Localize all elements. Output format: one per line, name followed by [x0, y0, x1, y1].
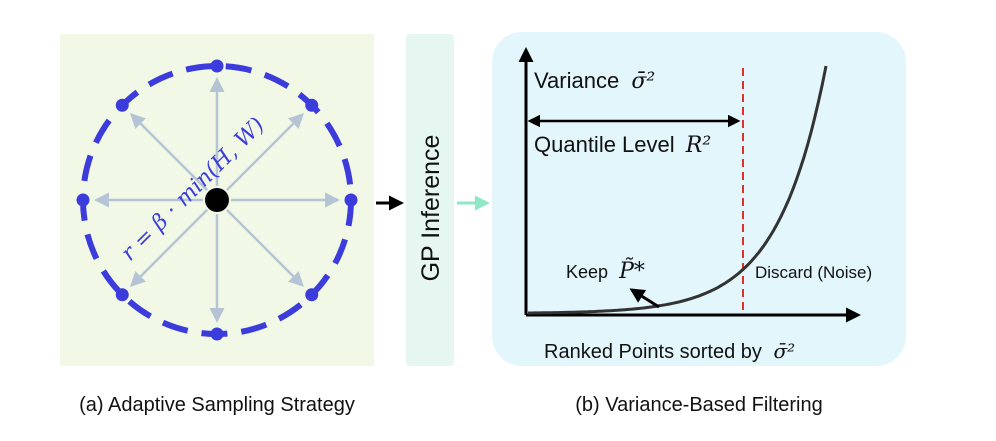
- keep-arrow: [629, 288, 660, 309]
- y-axis-label: Variance σ̄²: [534, 68, 655, 94]
- y-axis-label-text: Variance: [534, 68, 619, 93]
- sample-point: [210, 327, 224, 341]
- gp-inference-box: GP Inference: [406, 34, 454, 366]
- center-point: [205, 188, 229, 212]
- caption-b: (b) Variance-Based Filtering: [575, 394, 823, 416]
- sample-point: [76, 193, 90, 207]
- gp-inference-label: GP Inference: [417, 135, 445, 282]
- sample-point: [115, 98, 129, 112]
- sampling-arrow: [226, 209, 304, 287]
- sample-point: [344, 193, 358, 207]
- quantile-label-text: Quantile Level: [534, 132, 675, 157]
- sampling-arrow: [130, 209, 208, 287]
- y-axis-label-math: σ̄²: [631, 69, 655, 94]
- caption-a: (a) Adaptive Sampling Strategy: [79, 394, 355, 416]
- sample-point: [210, 59, 224, 73]
- discard-label: Discard (Noise): [755, 263, 872, 282]
- x-axis-label: Ranked Points sorted by σ̄²: [544, 339, 795, 363]
- sampling-arrow: [226, 113, 304, 191]
- x-axis-label-math: σ̄²: [773, 339, 795, 363]
- x-axis-label-text: Ranked Points sorted by: [544, 341, 762, 363]
- keep-label-math: P̃*: [618, 258, 645, 284]
- gp-box-background: [406, 34, 454, 366]
- sampling-arrow: [130, 113, 208, 191]
- sample-points: [76, 59, 358, 341]
- quantile-label-math: R²: [685, 133, 711, 158]
- sample-point: [305, 98, 319, 112]
- variance-curve: [528, 65, 828, 315]
- panel-a: r = β · min(H, W): [60, 34, 374, 366]
- sample-point: [115, 288, 129, 302]
- sample-point: [305, 288, 319, 302]
- sampling-arrows: [94, 77, 340, 323]
- panel-b: Variance σ̄² Quantile Level R² Keep P̃* …: [492, 32, 906, 366]
- keep-label: Keep P̃*: [566, 258, 645, 284]
- keep-label-text: Keep: [566, 262, 608, 282]
- quantile-label: Quantile Level R²: [534, 132, 711, 158]
